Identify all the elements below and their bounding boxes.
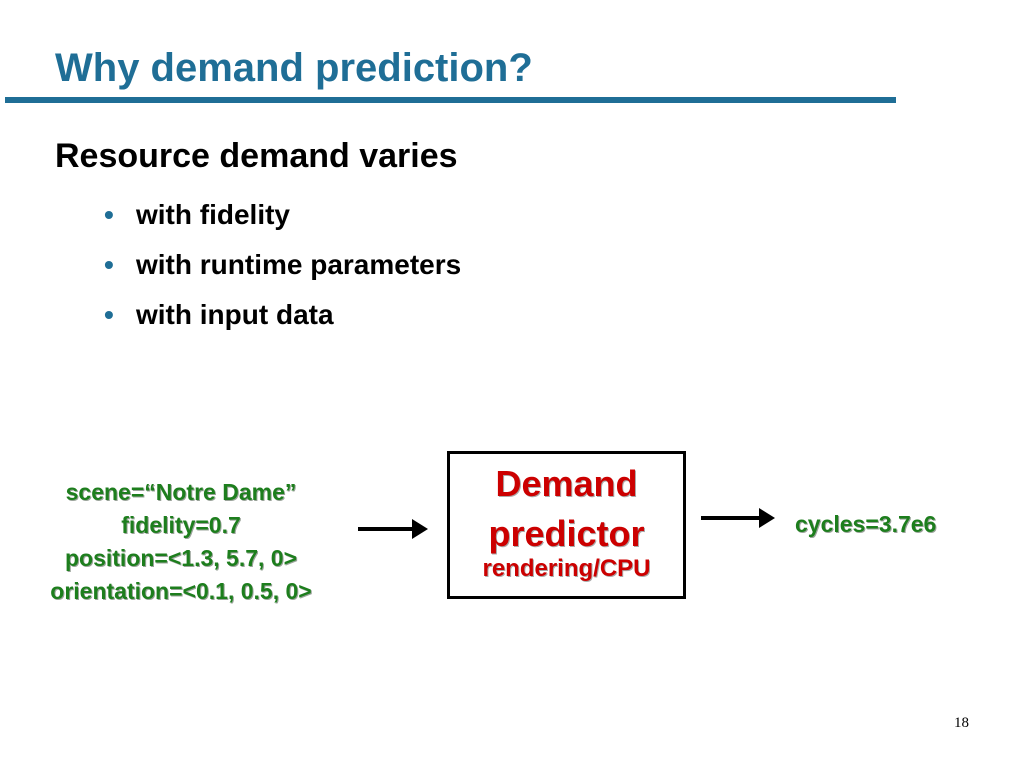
predictor-title-line2: predictor — [488, 513, 645, 554]
output-arrow-icon — [701, 508, 775, 528]
bullet-item: • with input data — [104, 294, 461, 344]
slide-title: Why demand prediction? — [55, 46, 533, 90]
title-underline — [5, 97, 896, 103]
input-fidelity: fidelity=0.7 — [121, 512, 241, 538]
bullet-dot-icon: • — [104, 299, 114, 330]
page-number: 18 — [954, 715, 969, 731]
output-value: cycles=3.7e6 — [795, 511, 937, 537]
bullet-list: •with fidelity •with runtime parameters … — [104, 194, 461, 344]
bullet-text: with fidelity — [136, 199, 290, 230]
section-heading: Resource demand varies — [55, 137, 458, 175]
bullet-item: • with fidelity — [104, 194, 461, 244]
bullet-item: • with runtime parameters — [104, 244, 461, 294]
predictor-title-line1: Demand — [495, 463, 638, 504]
bullet-dot-icon: • — [104, 249, 114, 280]
bullet-text: with input data — [136, 299, 334, 330]
input-parameters: scene=“Notre Dame” fidelity=0.7 position… — [10, 476, 352, 608]
input-arrow-icon — [358, 519, 428, 539]
input-position: position=<1.3, 5.7, 0> — [64, 545, 298, 571]
demand-predictor-box: Demand predictor rendering/CPU — [447, 451, 686, 599]
input-scene: scene=“Notre Dame” — [65, 479, 297, 505]
input-orientation: orientation=<0.1, 0.5, 0> — [50, 578, 312, 604]
predictor-subtitle: rendering/CPU — [482, 555, 651, 582]
bullet-text: with runtime parameters — [136, 249, 462, 280]
bullet-dot-icon: • — [104, 199, 114, 230]
